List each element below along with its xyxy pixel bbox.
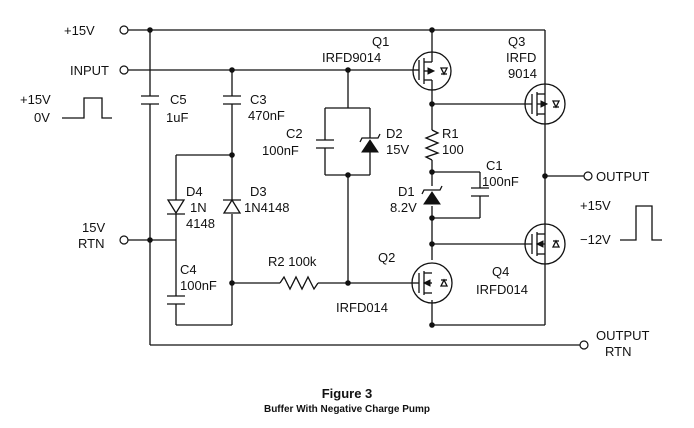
c1-ref-label: C1 xyxy=(486,158,503,173)
rtn15v-label-line1: 15V xyxy=(82,220,105,235)
input-waveform-low-label: 0V xyxy=(34,110,50,125)
capacitor-c2-symbol xyxy=(316,139,334,149)
resistor-r2-symbol xyxy=(279,275,319,291)
d1-value-label: 8.2V xyxy=(390,200,417,215)
c1-value-label: 100nF xyxy=(482,174,519,189)
q1-ref-label: Q1 xyxy=(372,34,389,49)
mosfet-q2-symbol xyxy=(410,262,453,304)
input-waveform-high-label: +15V xyxy=(20,92,51,107)
c4-value-label: 100nF xyxy=(180,278,217,293)
output-waveform: +15V −12V xyxy=(580,198,662,247)
capacitor-c4-symbol xyxy=(167,295,185,305)
r1-value-label: 100 xyxy=(442,142,464,157)
plus15v-label: +15V xyxy=(64,23,95,38)
c2-value-label: 100nF xyxy=(262,143,299,158)
input-waveform: +15V 0V xyxy=(20,92,112,125)
d2-value-label: 15V xyxy=(386,142,409,157)
c3-ref-label: C3 xyxy=(250,92,267,107)
d2-ref-label: D2 xyxy=(386,126,403,141)
q3-part-line1: IRFD xyxy=(506,50,536,65)
capacitor-c5-symbol xyxy=(141,95,159,105)
d3-value-label: 1N4148 xyxy=(244,200,290,215)
mosfet-q1-symbol xyxy=(410,51,452,91)
r2-label: R2 100k xyxy=(268,254,317,269)
wiring xyxy=(128,29,584,346)
figure-subtitle: Buffer With Negative Charge Pump xyxy=(264,404,430,415)
capacitor-c3-symbol xyxy=(223,95,241,105)
d4-value-line2: 4148 xyxy=(186,216,215,231)
c5-ref-label: C5 xyxy=(170,92,187,107)
resistor-r1-symbol xyxy=(424,129,440,161)
output-waveform-low-label: −12V xyxy=(580,232,611,247)
q4-ref-label: Q4 xyxy=(492,264,509,279)
q2-part-label: IRFD014 xyxy=(336,300,388,315)
q3-part-line2: 9014 xyxy=(508,66,537,81)
diode-d3-symbol xyxy=(222,198,242,214)
output-rtn-label-line2: RTN xyxy=(605,344,631,359)
q1-part-label: IRFD9014 xyxy=(322,50,381,65)
input-terminal[interactable] xyxy=(119,65,129,75)
figure-title: Figure 3 xyxy=(322,386,373,401)
rtn15v-label-line2: RTN xyxy=(78,236,104,251)
q3-ref-label: Q3 xyxy=(508,34,525,49)
d4-value-line1: 1N xyxy=(190,200,207,215)
c4-ref-label: C4 xyxy=(180,262,197,277)
output-rtn-label-line1: OUTPUT xyxy=(596,328,650,343)
output-waveform-high-label: +15V xyxy=(580,198,611,213)
c3-value-label: 470nF xyxy=(248,108,285,123)
c2-ref-label: C2 xyxy=(286,126,303,141)
junction-dots xyxy=(147,27,548,328)
diode-d4-symbol xyxy=(166,199,186,215)
zener-d1-symbol xyxy=(421,185,443,205)
q2-ref-label: Q2 xyxy=(378,250,395,265)
d4-ref-label: D4 xyxy=(186,184,203,199)
plus15v-terminal[interactable] xyxy=(119,25,129,35)
c5-value-label: 1uF xyxy=(166,110,188,125)
output-terminal[interactable] xyxy=(583,171,593,181)
zener-d2-symbol xyxy=(359,133,381,153)
capacitor-c1-symbol xyxy=(471,187,489,197)
mosfet-q4-symbol xyxy=(512,223,566,265)
input-label: INPUT xyxy=(70,63,109,78)
d1-ref-label: D1 xyxy=(398,184,415,199)
output-rtn-terminal[interactable] xyxy=(579,340,589,350)
mosfet-q3-symbol xyxy=(512,83,566,125)
r1-ref-label: R1 xyxy=(442,126,459,141)
d3-ref-label: D3 xyxy=(250,184,267,199)
rtn15v-terminal[interactable] xyxy=(119,235,129,245)
output-label: OUTPUT xyxy=(596,169,650,184)
q4-part-label: IRFD014 xyxy=(476,282,528,297)
